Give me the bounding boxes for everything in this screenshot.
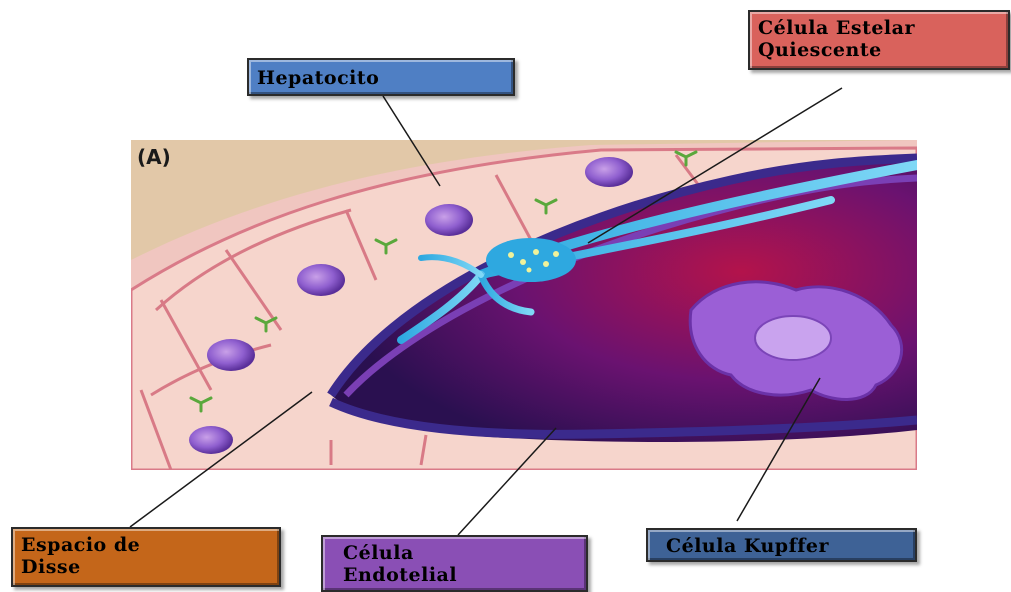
endothelial-label: Célula Endotelial [321, 535, 588, 592]
hepatocyte-label-text: Hepatocito [257, 67, 505, 89]
disse-label: Espacio de Disse [11, 527, 281, 587]
stellate-label: Célula Estelar Quiescente [748, 10, 1010, 70]
disse-label-line2: Disse [21, 556, 271, 578]
stellate-label-line2: Quiescente [758, 39, 1000, 61]
endothelial-label-line1: Célula [343, 542, 578, 564]
kupffer-label: Célula Kupffer [646, 528, 917, 562]
panel-letter: (A) [137, 145, 171, 169]
disse-label-line1: Espacio de [21, 534, 271, 556]
stellate-label-line1: Célula Estelar [758, 17, 1000, 39]
endothelial-label-line2: Endotelial [343, 564, 578, 586]
kupffer-label-text: Célula Kupffer [666, 535, 907, 557]
stellate-cell-body [486, 238, 576, 282]
hepatocyte-label: Hepatocito [247, 58, 515, 96]
kupffer-nucleus [755, 316, 831, 360]
liver-sinusoid-illustration: (A) [131, 140, 917, 470]
